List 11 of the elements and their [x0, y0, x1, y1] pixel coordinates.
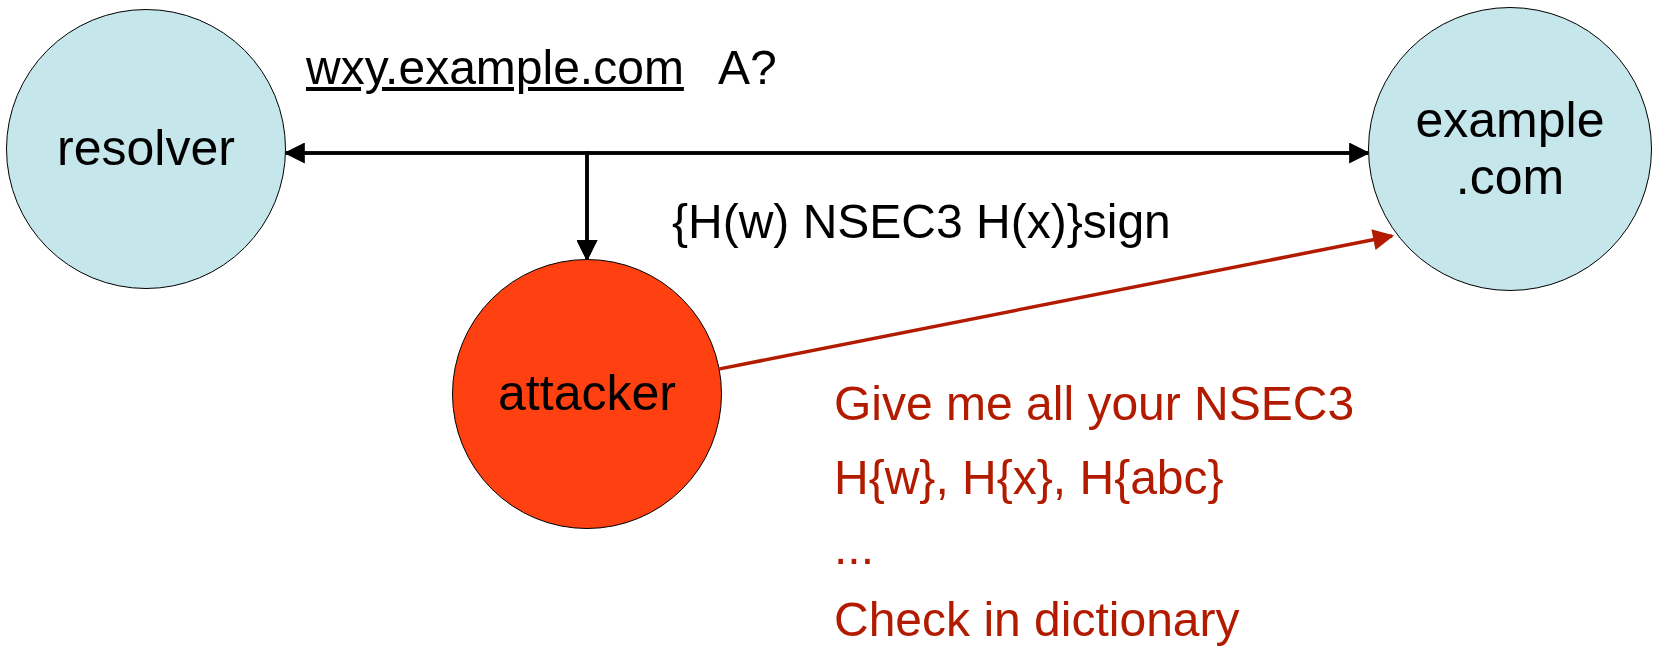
- query-label: A?: [718, 42, 777, 95]
- response-label: {H(w) NSEC3 H(x)}sign: [672, 196, 1171, 249]
- query-label: wxy.example.com: [306, 42, 684, 95]
- attack-note: Check in dictionary: [834, 594, 1240, 647]
- node-label: resolver: [56, 120, 236, 178]
- attack-note: ...: [834, 522, 874, 575]
- arrow: [719, 229, 1395, 371]
- node-label: example .com: [1415, 91, 1605, 207]
- node-label: attacker: [497, 365, 677, 423]
- attack-note: Give me all your NSEC3: [834, 378, 1355, 431]
- attack-note: H{w}, H{x}, H{abc}: [834, 452, 1224, 505]
